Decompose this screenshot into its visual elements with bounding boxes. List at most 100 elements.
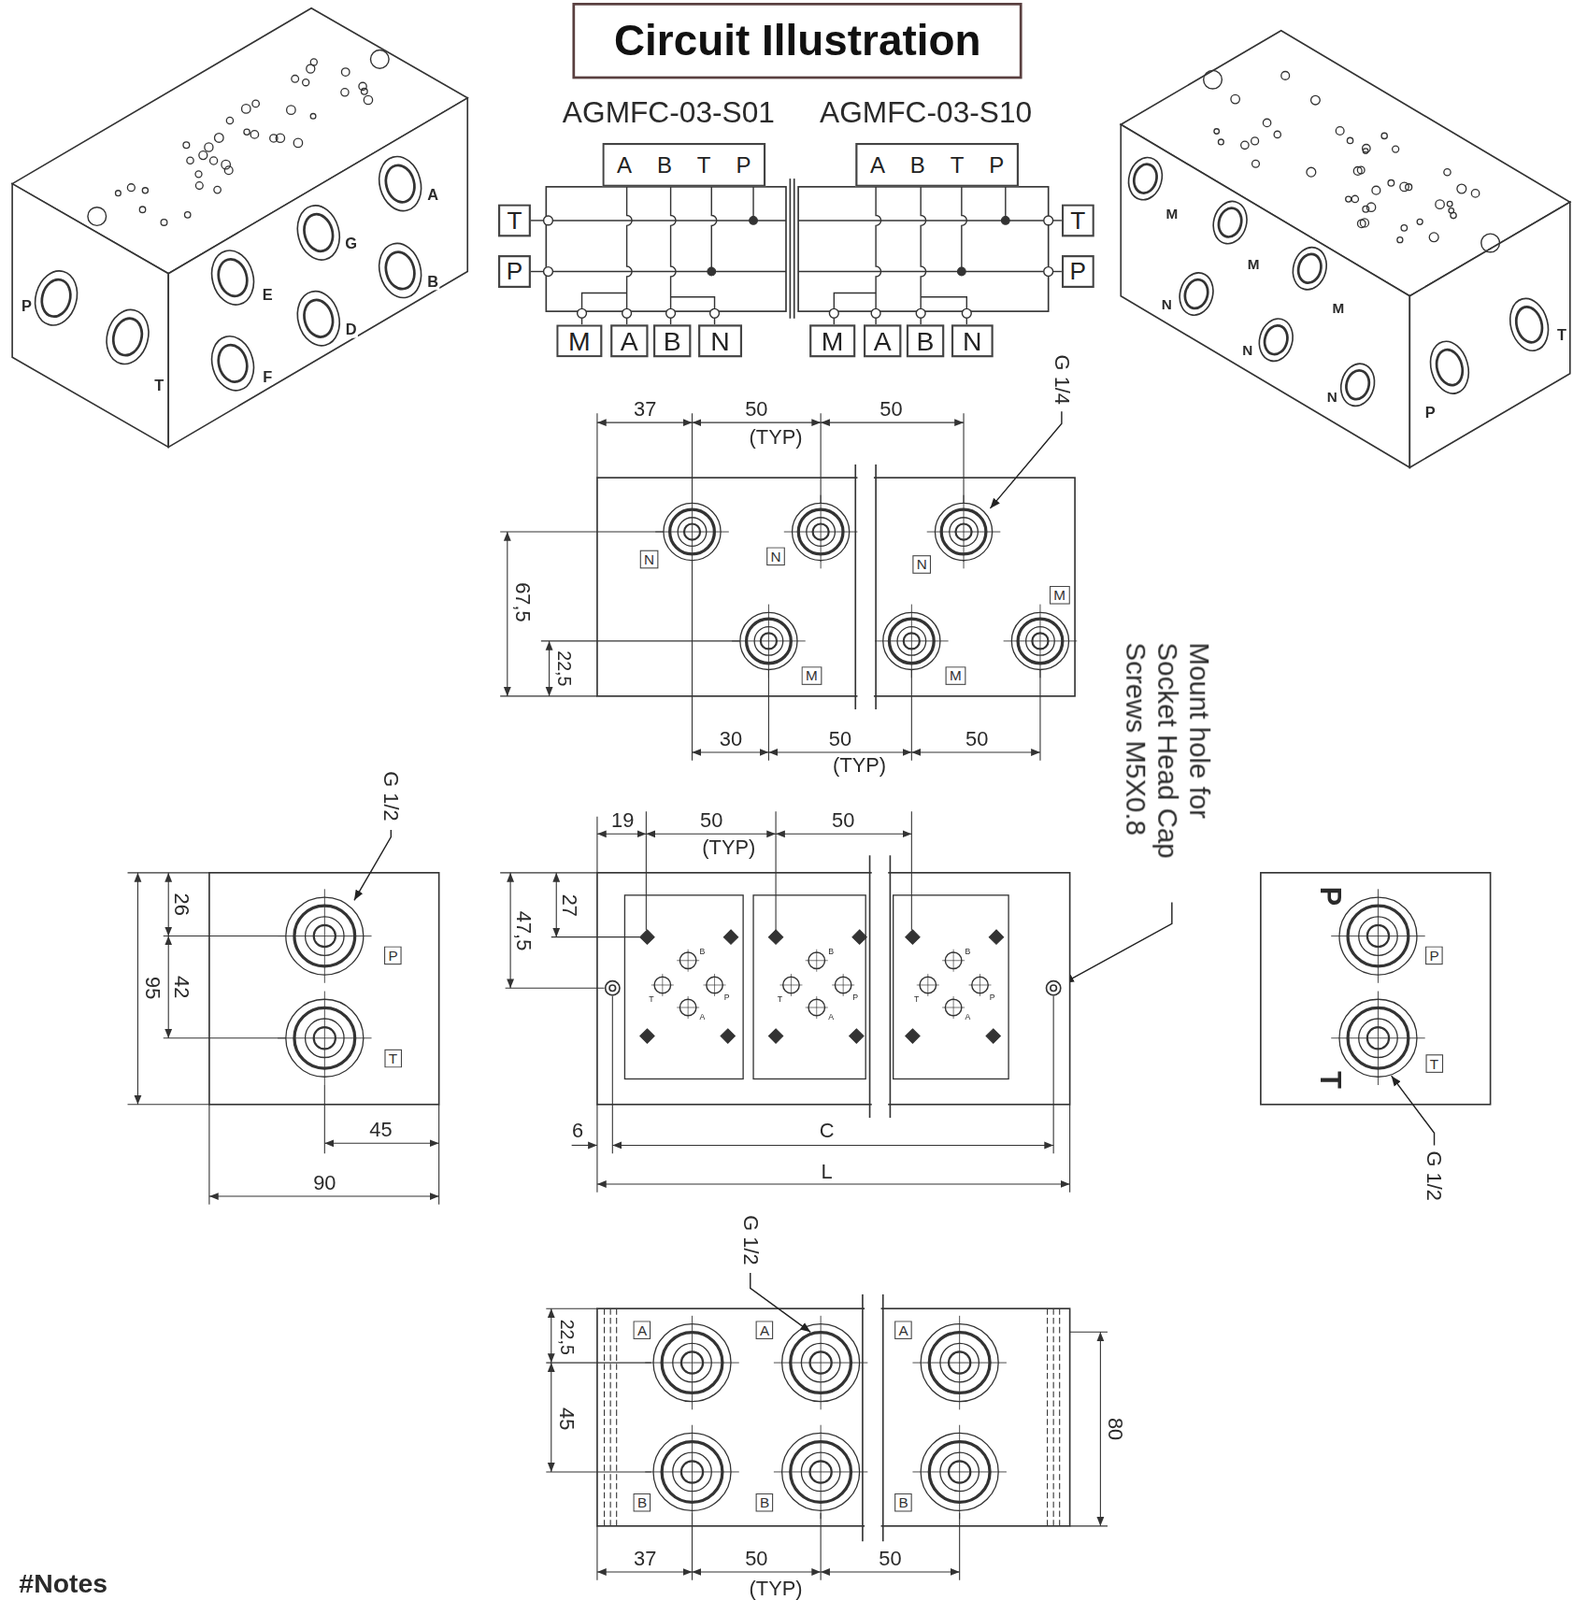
- top-face-hole: [1457, 184, 1467, 194]
- dimension-text: 22,5: [557, 1318, 577, 1357]
- mount-hole: [87, 207, 107, 227]
- port-tag: T: [384, 1049, 401, 1069]
- wire: [875, 186, 881, 310]
- wire: [966, 317, 968, 325]
- top-face-hole: [1241, 141, 1249, 149]
- port-circle: [829, 308, 839, 318]
- port-box: N: [698, 324, 743, 358]
- locating-pin: [640, 929, 655, 944]
- wire: [833, 317, 835, 325]
- port-circle: [915, 308, 926, 318]
- dimension-text: 19: [610, 810, 635, 832]
- iso-port-outer: [291, 200, 345, 265]
- iso-port-inner: [300, 297, 337, 341]
- iso-port-outer: [1504, 294, 1555, 356]
- wire: [552, 271, 787, 272]
- port-letter: B: [916, 328, 935, 355]
- port-letter: N: [1160, 296, 1173, 312]
- iso-port-outer: [291, 286, 345, 351]
- top-face-hole: [341, 88, 349, 97]
- wire: [752, 186, 754, 221]
- centerline: [820, 495, 822, 570]
- port-circle: [543, 215, 554, 226]
- extension-line: [438, 1104, 440, 1205]
- top-face-hole: [250, 130, 258, 139]
- dimension-text: A: [698, 1013, 706, 1022]
- top-face-hole: [293, 138, 302, 147]
- port-letter: B: [663, 328, 682, 355]
- dimension-text: T: [913, 996, 921, 1005]
- dimension-line: [692, 1571, 822, 1573]
- dimension-line: [612, 1144, 1054, 1146]
- iso-port-inner: [1295, 251, 1325, 286]
- extension-line: [505, 987, 605, 989]
- port-letter: A: [620, 328, 639, 355]
- top-face-hole: [1346, 137, 1353, 143]
- break-gap: [857, 469, 873, 704]
- top-face-hole: [1335, 127, 1345, 136]
- top-face-hole: [1345, 196, 1352, 202]
- title-frame: [573, 3, 1021, 78]
- extension-line: [545, 1362, 651, 1364]
- iso-port-inner: [1343, 368, 1373, 402]
- port-letter: M: [1246, 257, 1261, 272]
- port-tag: B: [633, 1493, 652, 1513]
- dimension-text: 80: [1103, 1416, 1126, 1442]
- mount-hole: [370, 50, 389, 70]
- dimension-line: [1100, 1331, 1102, 1527]
- dimension-line: [911, 751, 1041, 753]
- port-letter: T: [153, 377, 165, 394]
- port-letter: N: [1326, 389, 1339, 405]
- port-letter: N: [962, 328, 983, 355]
- top-face-hole: [306, 64, 315, 73]
- dimension-text: 50: [743, 399, 769, 421]
- extension-line: [820, 1513, 822, 1581]
- centerline: [927, 973, 929, 997]
- top-face-hole: [1444, 169, 1451, 176]
- iso-port-inner: [300, 211, 337, 255]
- port-box: P: [498, 255, 531, 288]
- wire: [670, 317, 672, 325]
- top-face-hole: [195, 182, 203, 190]
- top-face-hole: [1362, 205, 1370, 213]
- port-circle: [666, 308, 676, 318]
- dimension-line: [645, 833, 776, 835]
- dimension-line: [597, 1571, 693, 1573]
- port-letter: F: [261, 368, 273, 385]
- locating-pin: [988, 929, 1003, 944]
- dimension-line: [506, 531, 508, 697]
- dimension-text: T: [776, 996, 785, 1005]
- port-letter: P: [1070, 258, 1087, 284]
- extension-line: [596, 816, 598, 873]
- port-letter: M: [1164, 206, 1179, 222]
- top-face-hole: [1400, 182, 1409, 191]
- centerline: [661, 973, 663, 997]
- break-line: [889, 855, 892, 1118]
- wire: [1053, 219, 1062, 221]
- iso-left-face: [12, 184, 169, 448]
- mount-hole: [1046, 981, 1061, 996]
- port-letter: P: [1424, 404, 1437, 421]
- centerline: [815, 949, 817, 973]
- leader-line: [1391, 1075, 1435, 1145]
- wire: [798, 271, 1044, 272]
- locating-pin: [905, 929, 920, 944]
- port-letter: M: [821, 328, 844, 355]
- dimension-text: A: [827, 1013, 835, 1022]
- mount-hole: [1050, 985, 1058, 992]
- iso-port-outer: [1174, 269, 1218, 319]
- top-face-hole: [139, 206, 145, 213]
- wire: [1004, 186, 1006, 221]
- port-circle: [961, 308, 972, 318]
- break-line: [874, 464, 877, 710]
- locating-pin: [720, 1029, 735, 1044]
- break-line: [789, 178, 792, 319]
- top-face-hole: [1359, 218, 1369, 228]
- top-face-hole: [1252, 159, 1260, 168]
- dimension-line: [597, 422, 693, 424]
- top-face-hole: [186, 157, 194, 164]
- extension-line: [612, 996, 614, 1154]
- dimension-text: 26: [171, 891, 193, 916]
- dimension-text: P: [851, 994, 859, 1003]
- top-face-hole: [195, 171, 202, 178]
